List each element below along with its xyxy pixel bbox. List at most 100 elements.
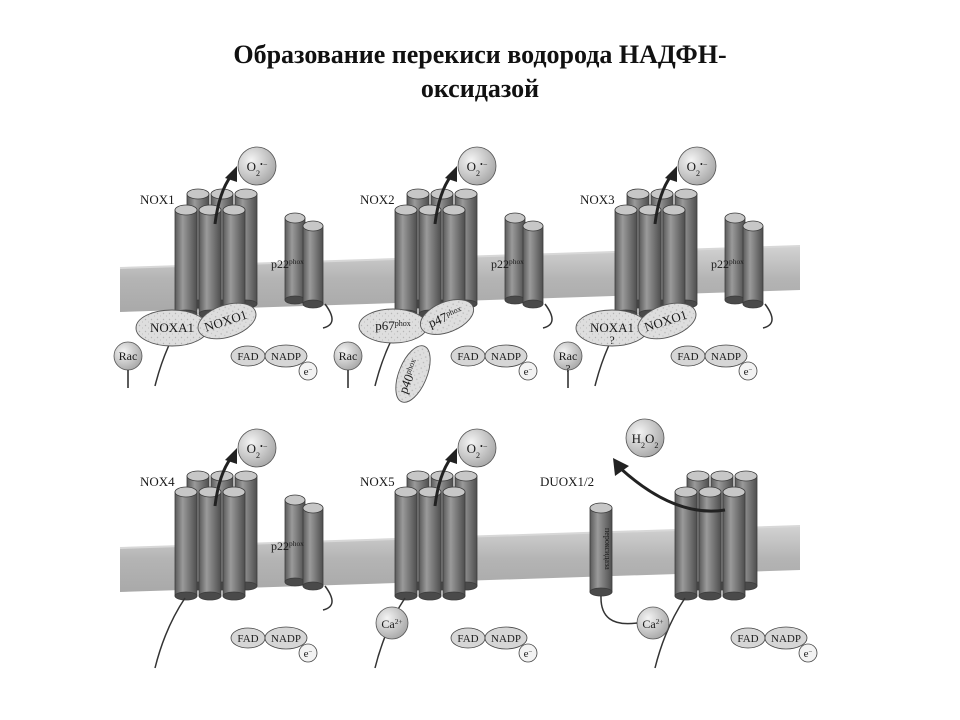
fad-label: FAD <box>737 633 758 645</box>
transmembrane-helix <box>742 220 764 309</box>
product-label: O2•− <box>247 441 268 460</box>
enzyme-name: NOX3 <box>580 192 615 207</box>
rac-uncertain-mark: ? <box>566 363 571 375</box>
transmembrane-helix <box>589 502 613 597</box>
nadp-label: NADP <box>491 351 521 363</box>
partner-noxa1-label: NOXA1 <box>150 320 194 335</box>
partner-p67phox-label: p67phox <box>375 318 411 333</box>
slide-title: Образование перекиси водорода НАДФН- окс… <box>120 38 840 106</box>
duox-linker <box>600 595 638 625</box>
product-label: H2O2 <box>632 431 659 450</box>
slide-title-line-1: Образование перекиси водорода НАДФН- <box>233 40 727 69</box>
transmembrane-helix <box>698 486 722 601</box>
product-label: O2•− <box>467 159 488 178</box>
transmembrane-helix <box>174 204 198 319</box>
transmembrane-helix <box>722 486 746 601</box>
transmembrane-helix <box>222 486 246 601</box>
transmembrane-helix <box>638 204 662 319</box>
product-molecule <box>457 146 497 186</box>
arrow-head <box>613 458 629 476</box>
nadp-domain <box>704 344 748 368</box>
transmembrane-helix <box>394 204 418 319</box>
nadp-domain <box>484 626 528 650</box>
nadp-domain <box>764 626 808 650</box>
product-arrow <box>618 466 726 513</box>
nadp-label: NADP <box>271 633 301 645</box>
transmembrane-helix <box>198 486 222 601</box>
calcium-binding-domain <box>375 606 409 640</box>
product-label: O2•− <box>687 159 708 178</box>
enzyme-name: DUOX1/2 <box>540 474 594 489</box>
nadp-label: NADP <box>711 351 741 363</box>
transmembrane-helix <box>284 494 306 587</box>
peroxidase-label: пероксидаза <box>603 528 612 570</box>
partner-p47phox <box>419 299 475 335</box>
transmembrane-helix <box>174 486 198 601</box>
p22-label: p22phox <box>271 257 304 272</box>
transmembrane-helix <box>198 204 222 319</box>
electron-circle <box>298 643 318 663</box>
enzyme-name: NOX5 <box>360 474 395 489</box>
nadp-label: NADP <box>771 633 801 645</box>
arrow-head <box>445 448 457 464</box>
product-label: O2•− <box>247 159 268 178</box>
transmembrane-helix <box>504 212 526 305</box>
electron-circle <box>798 643 818 663</box>
electron-label: e− <box>524 366 533 378</box>
transmembrane-helix <box>724 212 746 305</box>
p22-tail <box>322 585 333 611</box>
transmembrane-helix <box>674 486 698 601</box>
nadp-domain <box>264 626 308 650</box>
transmembrane-helix <box>442 486 466 601</box>
partner-noxo1 <box>197 302 257 340</box>
transmembrane-helix <box>614 204 638 319</box>
transmembrane-helix <box>418 486 442 601</box>
partner-noxa1-label: NOXA1 <box>590 320 634 335</box>
arrow-head <box>225 448 237 464</box>
electron-label: e− <box>304 366 313 378</box>
n-terminal-tail <box>154 597 186 669</box>
transmembrane-helix <box>662 204 686 319</box>
transmembrane-helix <box>418 204 442 319</box>
p22-label: p22phox <box>491 257 524 272</box>
transmembrane-helix <box>222 204 246 319</box>
product-molecule <box>237 146 277 186</box>
electron-circle <box>298 361 318 381</box>
fad-label: FAD <box>237 351 258 363</box>
nadp-label: NADP <box>271 351 301 363</box>
electron-circle <box>518 361 538 381</box>
transmembrane-helix <box>284 212 306 305</box>
arrow-head <box>445 166 457 182</box>
fad-label: FAD <box>457 351 478 363</box>
uncertain-mark: ? <box>609 333 614 347</box>
nadp-domain <box>484 344 528 368</box>
product-label: O2•− <box>467 441 488 460</box>
p22-label: p22phox <box>271 539 304 554</box>
product-molecule <box>625 418 665 458</box>
enzyme-name: NOX2 <box>360 192 395 207</box>
electron-label: e− <box>744 366 753 378</box>
arrow-head <box>665 166 677 182</box>
slide-title-line-2: оксидазой <box>420 74 540 103</box>
rac-label: Rac <box>559 349 578 363</box>
transmembrane-helix <box>394 486 418 601</box>
partner-noxo1 <box>637 302 697 340</box>
rac-label: Rac <box>119 349 138 363</box>
fad-label: FAD <box>237 633 258 645</box>
enzyme-name: NOX1 <box>140 192 175 207</box>
partner-p40phox <box>395 345 431 403</box>
enzyme-name: NOX4 <box>140 474 175 489</box>
electron-label: e− <box>804 648 813 660</box>
electron-label: e− <box>304 648 313 660</box>
electron-circle <box>518 643 538 663</box>
product-molecule <box>677 146 717 186</box>
nadp-label: NADP <box>491 633 521 645</box>
p22-tail <box>322 303 333 329</box>
